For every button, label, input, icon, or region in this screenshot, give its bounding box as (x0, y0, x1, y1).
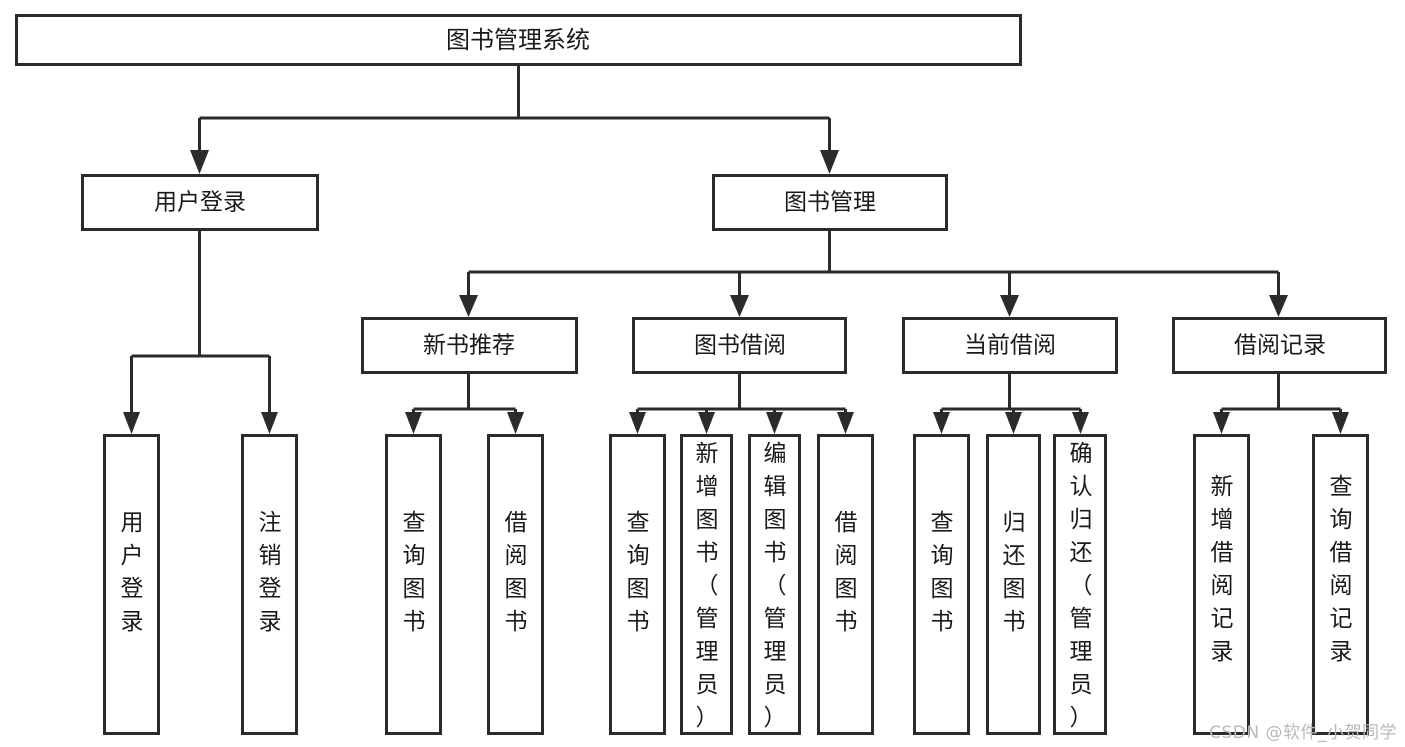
leaf-user-login-label: 用户登录 (121, 510, 144, 635)
leaf-logout-rect[interactable] (241, 434, 298, 735)
node-new-book-rec[interactable]: 新书推荐 (361, 317, 578, 374)
leaf-logout[interactable]: 注销登录 (241, 434, 298, 735)
leaf-add-book-rect[interactable] (680, 434, 733, 735)
node-root[interactable]: 图书管理系统 (15, 14, 1022, 66)
node-new-book-rec-rect[interactable] (361, 317, 578, 374)
leaf-return-book-label: 归还图书 (1003, 510, 1026, 635)
connector-layer (123, 66, 1349, 434)
leaf-edit-book-label: 编辑图书（管理员） (764, 441, 787, 731)
node-borrow-record[interactable]: 借阅记录 (1172, 317, 1387, 374)
arrowhead-leaf-logout (261, 412, 278, 434)
arrowhead-leaf-query-book-3 (933, 412, 950, 434)
arrowhead-new-book-rec (459, 295, 478, 317)
leaf-user-login-rect[interactable] (103, 434, 160, 735)
leaf-add-record[interactable]: 新增借阅记录 (1193, 434, 1250, 735)
arrowhead-current-borrow (1000, 295, 1019, 317)
arrowhead-leaf-borrow-book-2 (837, 412, 854, 434)
node-root-label: 图书管理系统 (446, 26, 590, 54)
arrowhead-leaf-add-book (698, 412, 715, 434)
leaf-edit-book[interactable]: 编辑图书（管理员） (748, 434, 801, 735)
arrowhead-leaf-query-record (1332, 412, 1349, 434)
leaf-query-record-label: 查询借阅记录 (1330, 474, 1353, 665)
node-borrow-record-rect[interactable] (1172, 317, 1387, 374)
leaf-query-book-2-rect[interactable] (609, 434, 666, 735)
arrowhead-leaf-query-book-1 (405, 412, 422, 434)
leaf-confirm-return-label: 确认归还（管理员） (1070, 441, 1093, 731)
node-root-rect[interactable] (15, 14, 1022, 66)
arrowhead-leaf-user-login (123, 412, 140, 434)
node-borrow-record-label: 借阅记录 (1234, 333, 1326, 359)
node-user-login[interactable]: 用户登录 (81, 174, 319, 231)
leaf-query-book-3[interactable]: 查询图书 (913, 434, 970, 735)
arrowhead-book-manage (820, 150, 839, 174)
leaf-query-book-1-label: 查询图书 (403, 510, 426, 635)
leaf-add-record-rect[interactable] (1193, 434, 1250, 735)
node-current-borrow-label: 当前借阅 (964, 333, 1056, 359)
leaf-user-login[interactable]: 用户登录 (103, 434, 160, 735)
node-book-borrow-rect[interactable] (632, 317, 847, 374)
node-user-login-label: 用户登录 (154, 190, 246, 216)
leaf-query-book-1[interactable]: 查询图书 (385, 434, 442, 735)
arrowhead-leaf-add-record (1213, 412, 1230, 434)
leaf-borrow-book-2[interactable]: 借阅图书 (817, 434, 874, 735)
leaf-add-book[interactable]: 新增图书（管理员） (680, 434, 733, 735)
leaf-add-book-label: 新增图书（管理员） (696, 441, 719, 731)
leaf-query-book-2-label: 查询图书 (627, 510, 650, 635)
leaf-query-book-3-rect[interactable] (913, 434, 970, 735)
leaf-query-book-3-label: 查询图书 (931, 510, 954, 635)
leaf-borrow-book-1-label: 借阅图书 (505, 510, 528, 635)
leaf-borrow-book-2-rect[interactable] (817, 434, 874, 735)
arrowhead-leaf-edit-book (766, 412, 783, 434)
leaf-logout-label: 注销登录 (259, 510, 282, 635)
arrowhead-leaf-borrow-book-1 (507, 412, 524, 434)
leaf-query-book-2[interactable]: 查询图书 (609, 434, 666, 735)
arrowhead-borrow-record (1269, 295, 1288, 317)
leaf-return-book-rect[interactable] (986, 434, 1041, 735)
arrowhead-leaf-confirm-return (1072, 412, 1089, 434)
node-user-login-rect[interactable] (81, 174, 319, 231)
node-book-borrow-label: 图书借阅 (694, 333, 786, 359)
node-book-manage-label: 图书管理 (784, 190, 876, 216)
csdn-watermark: CSDN @软件_小贺同学 (1209, 723, 1397, 743)
leaf-borrow-book-1-rect[interactable] (487, 434, 544, 735)
node-current-borrow-rect[interactable] (902, 317, 1118, 374)
arrowhead-book-borrow (730, 295, 749, 317)
arrowhead-leaf-query-book-2 (629, 412, 646, 434)
leaf-query-record-rect[interactable] (1312, 434, 1369, 735)
leaf-query-book-1-rect[interactable] (385, 434, 442, 735)
leaf-query-record[interactable]: 查询借阅记录 (1312, 434, 1369, 735)
leaf-return-book[interactable]: 归还图书 (986, 434, 1041, 735)
node-book-borrow[interactable]: 图书借阅 (632, 317, 847, 374)
leaf-borrow-book-2-label: 借阅图书 (835, 510, 858, 635)
node-book-manage-rect[interactable] (712, 174, 948, 231)
node-book-manage[interactable]: 图书管理 (712, 174, 948, 231)
arrowhead-leaf-return-book (1005, 412, 1022, 434)
node-new-book-rec-label: 新书推荐 (423, 333, 515, 359)
node-current-borrow[interactable]: 当前借阅 (902, 317, 1118, 374)
arrowhead-user-login (190, 150, 209, 174)
leaf-borrow-book-1[interactable]: 借阅图书 (487, 434, 544, 735)
leaf-add-record-label: 新增借阅记录 (1211, 474, 1234, 665)
leaf-confirm-return[interactable]: 确认归还（管理员） (1053, 434, 1107, 735)
leaf-edit-book-rect[interactable] (748, 434, 801, 735)
leaf-confirm-return-rect[interactable] (1053, 434, 1107, 735)
